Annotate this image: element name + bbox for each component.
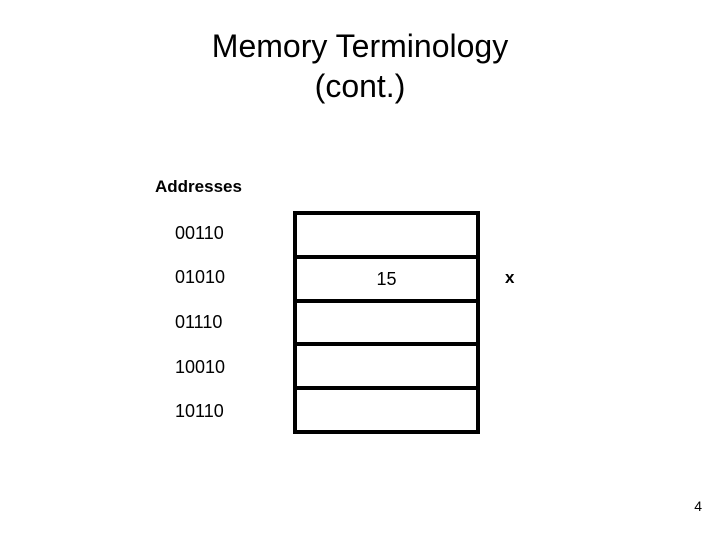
table-row [297, 215, 476, 259]
page-title: Memory Terminology (cont.) [0, 26, 720, 107]
memory-cell-table: 15 [293, 211, 480, 434]
cell-marker-label: x [505, 268, 515, 287]
list-item: 10110 [175, 401, 224, 422]
addresses-heading: Addresses [155, 177, 242, 196]
list-item: 10010 [175, 356, 226, 377]
table-row [297, 346, 476, 391]
address-list: 00110 01010 01110 10010 10110 [175, 211, 285, 434]
table-row [297, 302, 476, 347]
list-item: 00110 [175, 222, 224, 243]
table-row [297, 390, 476, 430]
table-row: 15 [297, 258, 476, 303]
memory-cell-value: 15 [376, 268, 397, 289]
title-line-2: (cont.) [314, 68, 406, 105]
list-item: 01010 [175, 267, 226, 288]
title-line-1: Memory Terminology [211, 28, 509, 64]
list-item: 01110 [175, 311, 223, 332]
page-number: 4 [694, 498, 702, 514]
